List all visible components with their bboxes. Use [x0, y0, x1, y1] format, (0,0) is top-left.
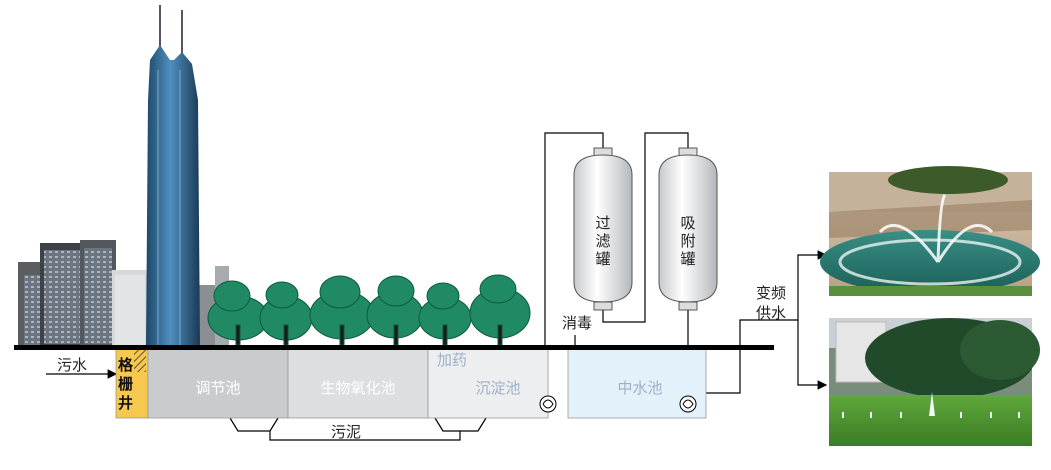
label-grille-3: 井	[118, 394, 133, 412]
skyscraper-skyline	[18, 5, 229, 346]
lawn-fountain-photo	[829, 318, 1040, 446]
grille-hatch	[134, 350, 146, 372]
label-grille-2: 栅	[118, 375, 133, 393]
label-filter-1: 过	[595, 214, 610, 232]
piping	[46, 132, 828, 441]
label-grille-1: 格	[118, 356, 134, 374]
tree	[259, 281, 313, 346]
tree	[366, 275, 424, 346]
label-filter-3: 罐	[595, 250, 610, 268]
tree	[469, 274, 531, 346]
label-vfd-2: 供水	[756, 304, 786, 322]
label-regulating-tank: 调节池	[195, 379, 240, 397]
label-adsorption-2: 附	[680, 232, 695, 250]
sedimentation-tank	[427, 347, 549, 419]
label-sludge: 污泥	[331, 423, 361, 441]
fountain-photo	[820, 166, 1040, 296]
trees	[207, 274, 531, 346]
label-add-chemicals: 加药	[437, 351, 467, 369]
bio-oxidation-tank	[287, 347, 429, 419]
tree	[309, 275, 375, 346]
label-bio-oxidation-tank: 生物氧化池	[320, 379, 395, 397]
vessel-adsorption	[658, 147, 718, 311]
tree	[418, 282, 472, 346]
ground-line	[14, 345, 774, 350]
label-sedimentation-tank: 沉淀池	[475, 379, 520, 397]
label-vfd-1: 变频	[756, 284, 786, 302]
label-adsorption-3: 罐	[680, 250, 695, 268]
label-reclaimed-water-tank: 中水池	[617, 379, 662, 397]
label-disinfection: 消毒	[562, 314, 592, 332]
tree	[207, 280, 269, 346]
label-filter-2: 滤	[595, 232, 610, 250]
label-sewage: 污水	[57, 356, 87, 374]
regulating-tank	[147, 347, 289, 419]
label-adsorption-1: 吸	[680, 214, 695, 232]
vessel-filter	[573, 147, 633, 311]
pump-icon	[679, 395, 697, 413]
pump-icon	[539, 395, 557, 413]
